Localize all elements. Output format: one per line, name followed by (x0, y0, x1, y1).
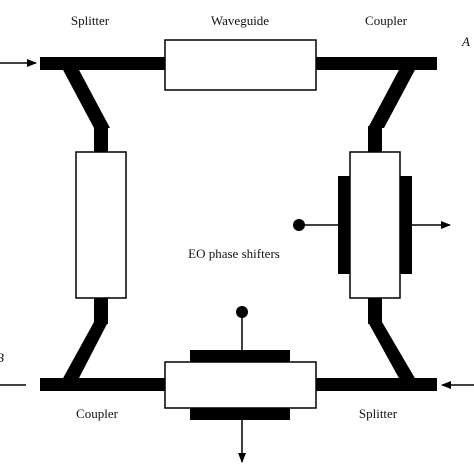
label-waveguide: Waveguide (211, 13, 269, 28)
label-coupler-bottom: Coupler (76, 406, 119, 421)
label-splitter-top: Splitter (71, 13, 110, 28)
top-waveguide-block (164, 39, 317, 91)
label-splitter-bottom: Splitter (359, 406, 398, 421)
bottom-waveguide-bus (40, 298, 437, 391)
left-arm-block (75, 151, 127, 299)
bottom-phase-shifter (164, 306, 317, 463)
label-port-b: B (0, 350, 4, 365)
label-port-a: A (461, 34, 470, 49)
label-coupler-top: Coupler (365, 13, 408, 28)
label-eo-phase-shifters: EO phase shifters (188, 246, 280, 261)
top-waveguide-bus (40, 57, 437, 152)
bottom-electrode-dot (236, 306, 248, 318)
right-phase-shifter (293, 151, 451, 299)
right-electrode-dot (293, 219, 305, 231)
